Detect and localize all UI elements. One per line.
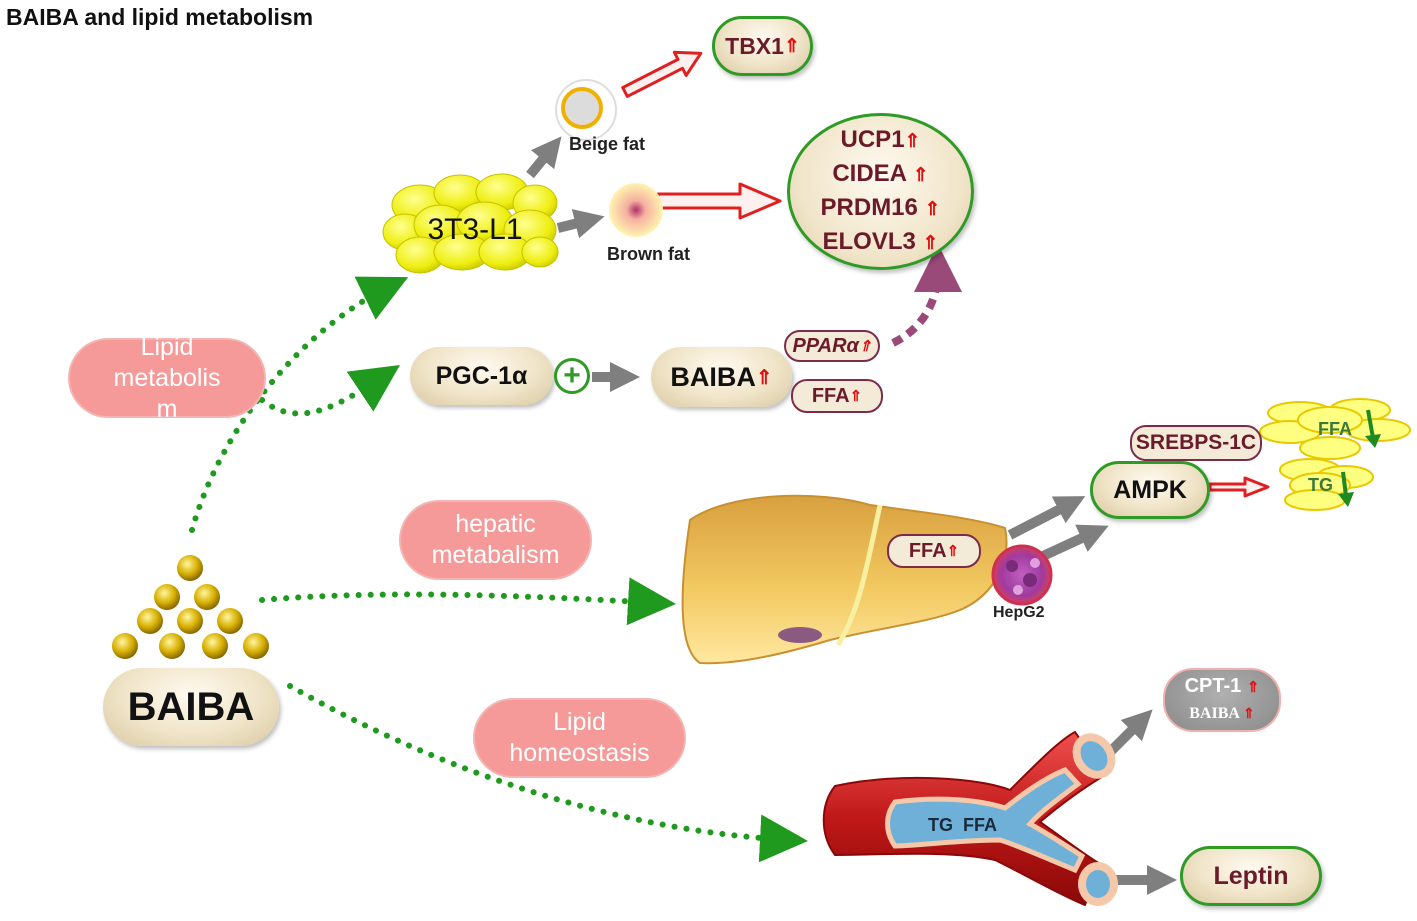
pgc1a-node: PGC-1α [410,347,553,405]
elovl3-row: ELOVL3 ⇑ [823,226,939,260]
prdm16-up-arrow: ⇑ [924,198,941,220]
leptin-node: Leptin [1180,846,1322,906]
arrow-liver-ampk-1 [1007,496,1086,540]
liver-illustration [681,494,1008,665]
cpt1-row: CPT-1 ⇑ [1185,673,1260,701]
cpt1-up-arrow: ⇑ [1246,678,1260,696]
baiba-small-label: BAIBA [1189,704,1240,722]
3t3l1-text: 3T3-L1 [427,213,523,246]
hepg2-label: HepG2 [993,604,1045,621]
cidea-row: CIDEA ⇑ [832,158,928,192]
category-lipid-homeostasis: Lipid homeostasis [473,698,686,778]
baiba-small-up-arrow: ⇑ [1243,706,1255,722]
ucp1-label: UCP1 [840,125,905,153]
category-lipid-metabolism: Lipid metabolis m [68,333,266,423]
baiba-main-label: BAIBA [127,684,255,729]
baiba-up-label: BAIBA [670,361,756,392]
ffa-fat-cluster [1259,398,1411,460]
brown-fat-label: Brown fat [607,244,690,264]
ampk-label: AMPK [1113,475,1187,504]
ffa-tag-liver: FFA⇑ [887,534,981,568]
category-hepatic-metabolism: hepatic metabalism [399,500,592,580]
arrow-ampk-fat [1208,476,1270,498]
path-baiba-to-vessel [287,683,808,863]
elovl3-up-arrow: ⇑ [922,232,939,254]
ppara-label: PPARα [792,334,859,357]
purple-dotted-arrow [891,244,962,347]
category-lipid-metabolism-label: Lipid metabolis m [113,332,221,423]
ppara-up-arrow: ⇑ [858,338,872,355]
beige-fat-label: Beige fat [569,134,646,154]
ffa-liver-up-arrow: ⇑ [946,543,960,560]
arrow-3t3l1-beige [526,136,562,179]
thermogenic-genes-node: UCP1⇑ CIDEA ⇑ PRDM16 ⇑ ELOVL3 ⇑ [787,113,974,270]
cpt1-node: CPT-1 ⇑ BAIBA ⇑ [1163,668,1281,732]
srebps-tag: SREBPS-1C [1130,425,1262,461]
green-dotted-pathways [189,276,808,863]
ampk-node: AMPK [1090,461,1210,519]
3t3l1-cluster [382,173,559,274]
ffa-fat-label: FFA [1318,419,1352,439]
tbx1-up-arrow: ⇑ [783,35,800,57]
green-down-arrows [1338,409,1381,507]
ucp1-up-arrow: ⇑ [904,130,921,152]
pgc1a-label: PGC-1α [435,361,528,390]
arrow-beige-tbx1 [621,50,703,98]
prdm16-label: PRDM16 [820,193,918,221]
cidea-up-arrow: ⇑ [912,164,929,186]
ffa-top-label: FFA [811,384,850,407]
blood-vessel [822,730,1118,907]
path-baiba-to-liver [259,577,676,626]
tg-fat-label: TG [1308,475,1333,495]
arrow-brown-ucp1 [656,182,782,220]
ffa-tag-top: FFA⇑ [791,379,883,413]
baiba-ball-pyramid [112,555,269,659]
plus-text: + [563,359,581,392]
vessel-tg-label: TG FFA [928,815,997,836]
prdm16-row: PRDM16 ⇑ [821,192,941,226]
tbx1-node: TBX1⇑ [712,16,813,76]
arrow-3t3l1-brown [556,209,605,239]
baiba-up-arrow: ⇑ [755,366,773,389]
vessel-tg-text: TG [928,815,953,835]
tbx1-label: TBX1 [725,32,784,59]
ucp1-row: UCP1⇑ [841,124,921,158]
cpt1-label: CPT-1 [1184,674,1242,697]
diagram-title: BAIBA and lipid metabolism [6,4,314,30]
vessel-ffa-text: FFA [963,815,998,835]
category-hepatic-label: hepatic metabalism [431,510,560,569]
baiba-main-pill: BAIBA [103,668,279,746]
plus-icon: + [554,358,590,394]
baiba-small-row: BAIBA ⇑ [1189,701,1255,728]
leptin-label: Leptin [1213,861,1289,890]
ffa-top-up-arrow: ⇑ [849,388,863,405]
red-hollow-arrows [621,50,1270,498]
hepg2-cell [991,544,1053,606]
elovl3-label: ELOVL3 [822,227,916,255]
cidea-label: CIDEA [832,159,907,187]
srebps-label: SREBPS-1C [1135,431,1257,454]
brown-fat-cell [609,183,663,237]
path-baiba-to-pgc [259,365,400,417]
baiba-up-node: BAIBA⇑ [651,347,792,407]
ffa-liver-label: FFA [908,539,947,562]
beige-fat-cell [555,79,617,141]
ppara-tag: PPARα⇑ [784,330,880,362]
category-homeostasis-label: Lipid homeostasis [509,708,650,767]
3t3l1-label: 3T3-L1 [405,210,545,250]
